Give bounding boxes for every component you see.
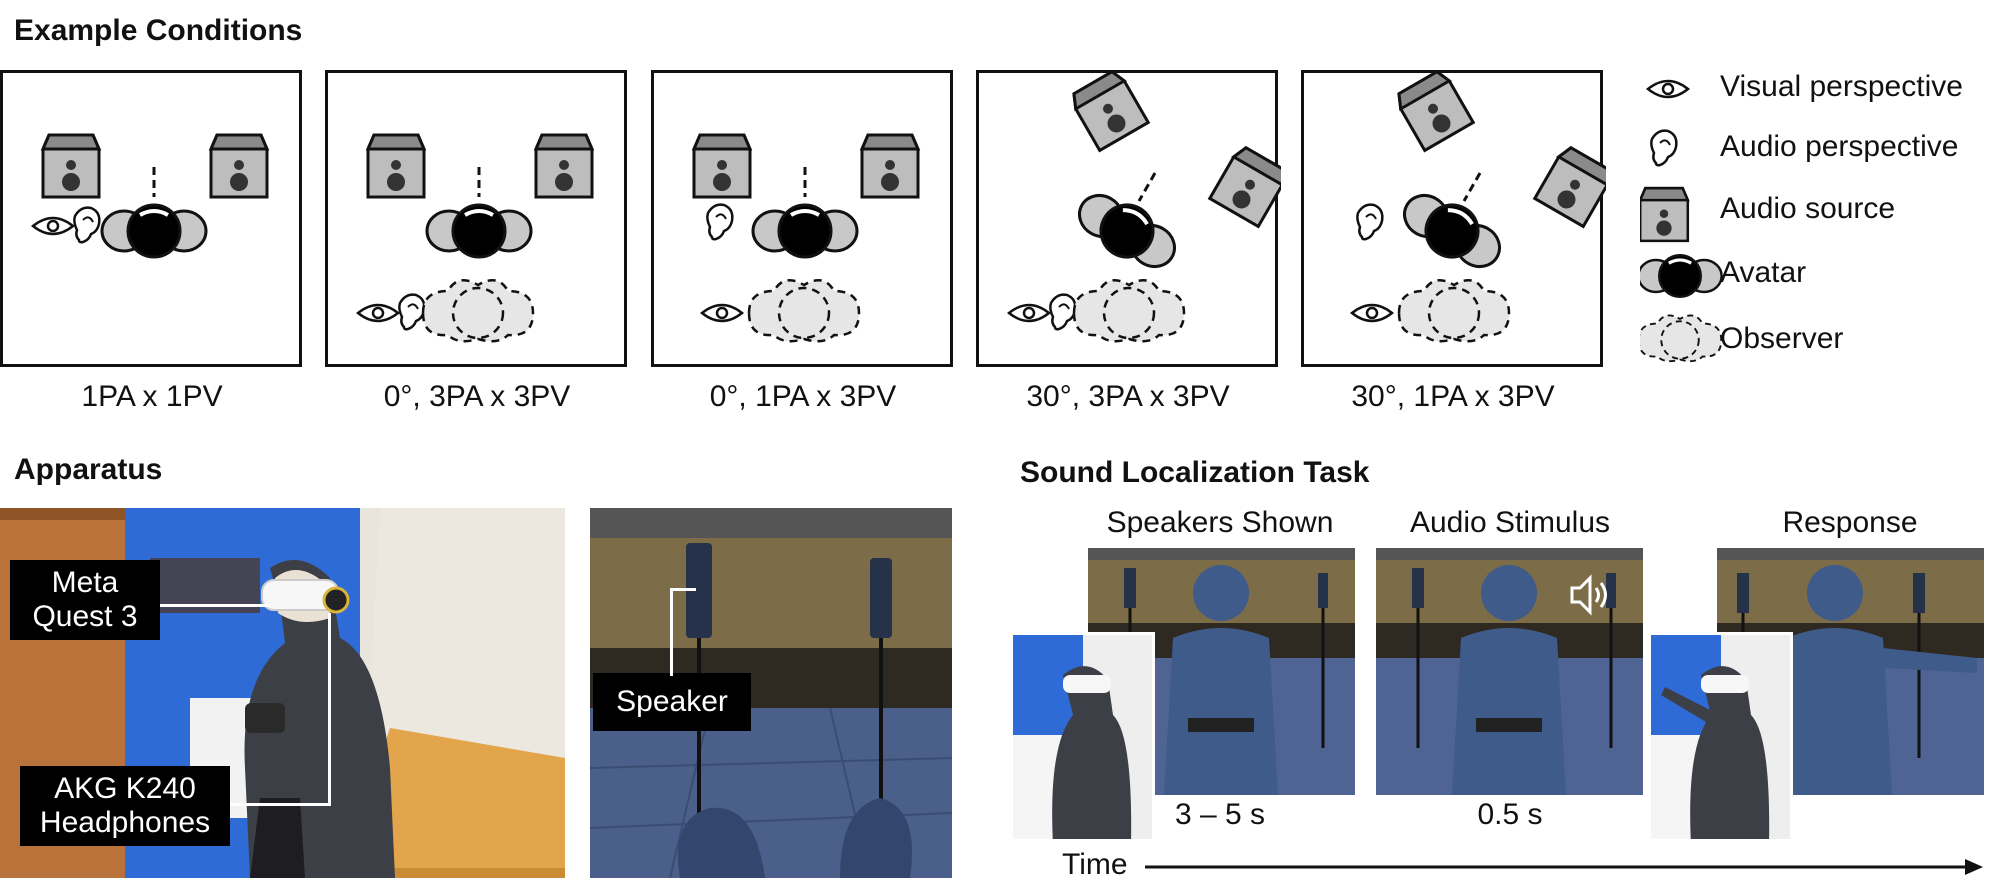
- eye-icon: [700, 303, 744, 323]
- avatar-icon: [425, 203, 533, 259]
- stage-2-illustration: [1376, 548, 1643, 795]
- speaker-leader-line-h: [670, 588, 696, 591]
- condition-label-2: 0°, 3PA x 3PV: [383, 380, 571, 413]
- speaker-icon: [209, 133, 269, 199]
- legend-label: Visual perspective: [1720, 70, 1963, 103]
- ear-icon: [1650, 129, 1678, 167]
- legend-label: Audio source: [1720, 192, 1896, 225]
- eye-icon: [31, 216, 75, 236]
- condition-label-3: 0°, 1PA x 3PV: [709, 380, 897, 413]
- conditions-title: Example Conditions: [14, 14, 303, 47]
- apparatus-photo-illustration: [0, 508, 565, 878]
- headset-leader-line: [160, 604, 270, 607]
- apparatus-title: Apparatus: [14, 453, 163, 486]
- observer-icon: [421, 278, 535, 343]
- speaker-icon: [860, 133, 920, 199]
- stage-label-3: Response: [1782, 506, 1918, 539]
- headset-label-line2: Quest 3: [32, 600, 138, 633]
- speaker-icon: [366, 133, 426, 199]
- condition-panel-4: [976, 70, 1281, 367]
- speaker-label: Speaker: [616, 685, 728, 718]
- ear-icon: [706, 203, 734, 241]
- headset-label-line1: Meta: [51, 566, 119, 599]
- avatar-icon: [1066, 180, 1188, 282]
- headphones-leader-line-h: [230, 803, 330, 806]
- speaker-icon: [1392, 73, 1475, 152]
- condition-diagram-3: [692, 133, 920, 343]
- speaker-icon: [1067, 73, 1150, 152]
- speaker-callout: Speaker: [593, 673, 751, 731]
- stage-label-1: Speakers Shown: [1106, 506, 1334, 539]
- avatar-icon: [751, 203, 859, 259]
- condition-label-1: 1PA x 1PV: [81, 380, 223, 413]
- stage-duration-2: 0.5 s: [1477, 798, 1543, 831]
- condition-diagram-2: [356, 133, 594, 343]
- time-arrow: [1145, 859, 1983, 875]
- condition-panel-5: [1301, 70, 1606, 367]
- condition-panel-3: [651, 70, 953, 367]
- apparatus-photo: Meta Quest 3 AKG K240 Headphones: [0, 508, 565, 878]
- stage-1-user-illustration: [1013, 635, 1152, 839]
- sound-icon: [1570, 574, 1607, 616]
- time-label: Time: [1062, 848, 1128, 881]
- avatar-icon: [1640, 253, 1724, 299]
- speaker-leader-line-v: [670, 588, 673, 676]
- vr-view-photo: Speaker: [590, 508, 952, 878]
- stage-3-user-illustration: [1651, 635, 1790, 839]
- legend-label: Avatar: [1720, 256, 1807, 289]
- eye-icon: [1350, 303, 1394, 323]
- eye-icon: [356, 303, 400, 323]
- legend-label: Audio perspective: [1720, 130, 1959, 163]
- observer-icon: [1072, 278, 1186, 343]
- condition-label-5: 30°, 1PA x 3PV: [1351, 380, 1555, 413]
- ear-icon: [1049, 293, 1077, 331]
- speaker-icon: [1533, 143, 1606, 228]
- headphones-leader-line-v: [328, 613, 331, 806]
- headset-callout: Meta Quest 3: [10, 560, 160, 640]
- task-title: Sound Localization Task: [1020, 456, 1370, 489]
- speaker-icon: [534, 133, 594, 199]
- ear-icon: [73, 206, 101, 244]
- headphones-label-line2: Headphones: [39, 806, 211, 839]
- eye-icon: [1007, 303, 1051, 323]
- headphones-callout: AKG K240 Headphones: [20, 766, 230, 846]
- eye-icon: [1646, 79, 1690, 99]
- observer-icon: [1640, 314, 1723, 363]
- condition-diagram-5: [1350, 73, 1606, 343]
- legend-label: Observer: [1720, 322, 1844, 355]
- stage-3-user-photo: [1648, 632, 1793, 842]
- ear-icon: [1356, 203, 1384, 241]
- stage-2-vr-view: [1376, 548, 1643, 795]
- headphones-label-line1: AKG K240: [54, 772, 196, 805]
- stage-label-2: Audio Stimulus: [1409, 506, 1611, 539]
- speaker-icon: [1208, 143, 1281, 228]
- avatar-icon: [100, 203, 208, 259]
- condition-panel-2: [325, 70, 627, 367]
- stage-duration-1: 3 – 5 s: [1174, 798, 1266, 831]
- observer-icon: [747, 278, 861, 343]
- speaker-icon: [692, 133, 752, 199]
- condition-panel-1: [0, 70, 302, 367]
- condition-diagram-4: [1007, 73, 1281, 343]
- condition-diagram-1: [31, 133, 269, 259]
- speaker-icon: [41, 133, 101, 199]
- observer-icon: [1397, 278, 1511, 343]
- condition-label-4: 30°, 3PA x 3PV: [1026, 380, 1230, 413]
- avatar-icon: [1391, 180, 1513, 282]
- speaker-icon: [1640, 186, 1690, 243]
- ear-icon: [398, 293, 426, 331]
- stage-1-user-photo: [1010, 632, 1155, 842]
